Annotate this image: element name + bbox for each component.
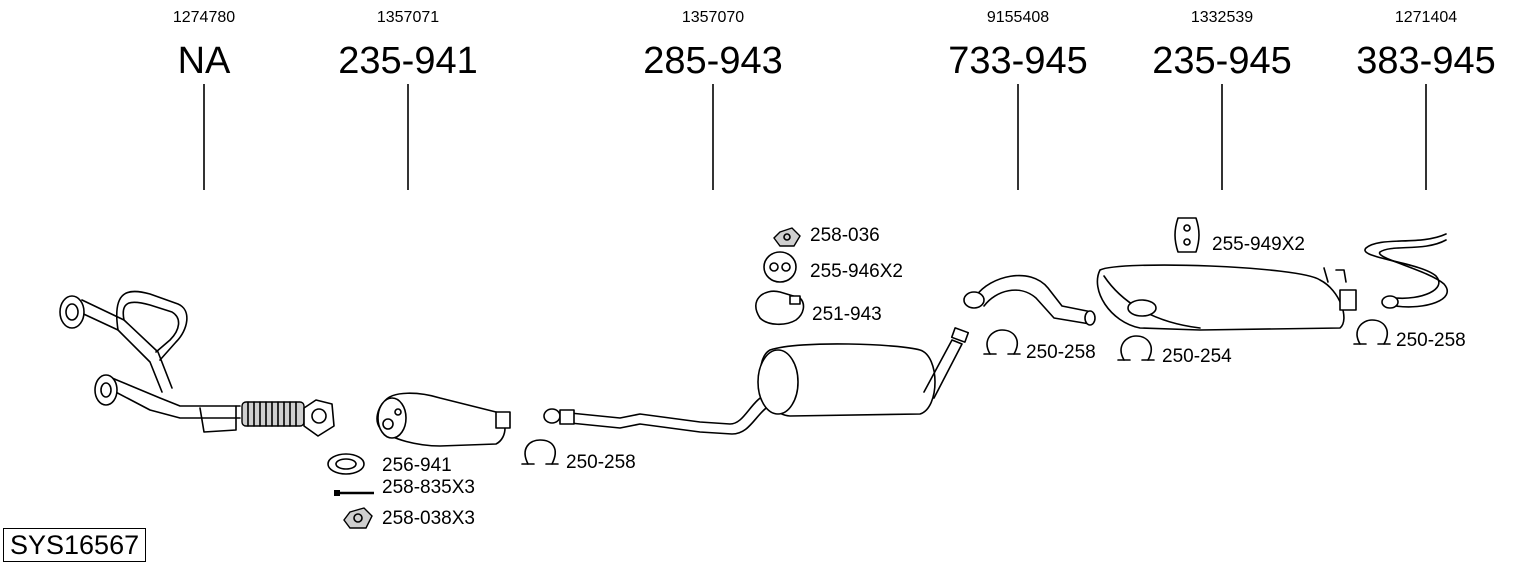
column-4: 9155408 733-945	[948, 9, 1088, 190]
rubber-hanger-icon	[763, 251, 797, 283]
part-number: 733-945	[948, 40, 1087, 82]
clamp-icon	[1356, 319, 1388, 345]
accessory-nut-a: 258-038X3	[343, 507, 475, 529]
part-number: 383-945	[1356, 40, 1495, 82]
accessory-label: 250-258	[1026, 342, 1096, 363]
accessory-label: 258-038X3	[382, 508, 475, 529]
part-number: 285-943	[643, 40, 782, 82]
accessory-label: 251-943	[812, 304, 882, 325]
nut-icon	[343, 507, 373, 529]
oem-number: 1357071	[377, 9, 439, 26]
part-number: 235-941	[338, 40, 477, 82]
part-number: NA	[178, 40, 231, 82]
oem-number: 1271404	[1395, 9, 1457, 26]
clamp-icon	[986, 329, 1018, 355]
clamp-icon	[524, 439, 556, 465]
nut-icon	[773, 227, 801, 247]
centre-silencer-drawing	[543, 327, 970, 435]
oem-number: 1357070	[682, 9, 744, 26]
rubber-hanger-icon	[1174, 217, 1200, 253]
intermediate-pipe-drawing	[963, 274, 1096, 326]
accessory-nut-b: 258-036	[773, 225, 880, 247]
accessory-clamp-c: 250-254	[1117, 335, 1232, 367]
column-3: 1357070 285-943	[643, 9, 783, 190]
accessory-gasket: 256-941	[327, 453, 452, 476]
gasket-icon	[327, 453, 365, 475]
oem-number: 9155408	[987, 9, 1049, 26]
accessory-hanger-b: 255-949X2	[1174, 217, 1305, 255]
part-number: 235-945	[1152, 40, 1291, 82]
tail-pipe-drawing	[1364, 233, 1448, 309]
front-pipe-drawing	[59, 290, 335, 437]
accessory-hanger-a: 255-946X2	[763, 251, 903, 283]
column-2: 1357071 235-941	[338, 9, 478, 190]
oem-number: 1274780	[173, 9, 235, 26]
accessory-clamp-d: 250-258	[1353, 319, 1466, 351]
system-code: SYS16567	[3, 528, 147, 562]
accessory-band-clamp: 251-943	[755, 290, 882, 326]
accessory-clamp-b: 250-258	[983, 329, 1096, 363]
front-silencer-drawing	[376, 392, 511, 447]
accessory-label: 255-946X2	[810, 261, 903, 282]
accessory-clamp-a: 250-258	[521, 439, 636, 473]
column-5: 1332539 235-945	[1152, 9, 1292, 190]
band-clamp-icon	[755, 290, 805, 326]
accessory-label: 258-835X3	[382, 477, 475, 498]
accessory-label: 250-254	[1162, 346, 1232, 367]
oem-number: 1332539	[1191, 9, 1253, 26]
accessory-label: 256-941	[382, 455, 452, 476]
accessory-label: 258-036	[810, 225, 880, 246]
accessory-label: 255-949X2	[1212, 234, 1305, 255]
accessory-label: 250-258	[1396, 330, 1466, 351]
clamp-icon	[1120, 335, 1152, 361]
accessory-label: 250-258	[566, 452, 636, 473]
accessory-bolt: 258-835X3	[334, 477, 475, 498]
column-1: 1274780 NA	[173, 9, 235, 190]
column-6: 1271404 383-945	[1356, 9, 1496, 190]
rear-silencer-drawing	[1096, 264, 1357, 331]
